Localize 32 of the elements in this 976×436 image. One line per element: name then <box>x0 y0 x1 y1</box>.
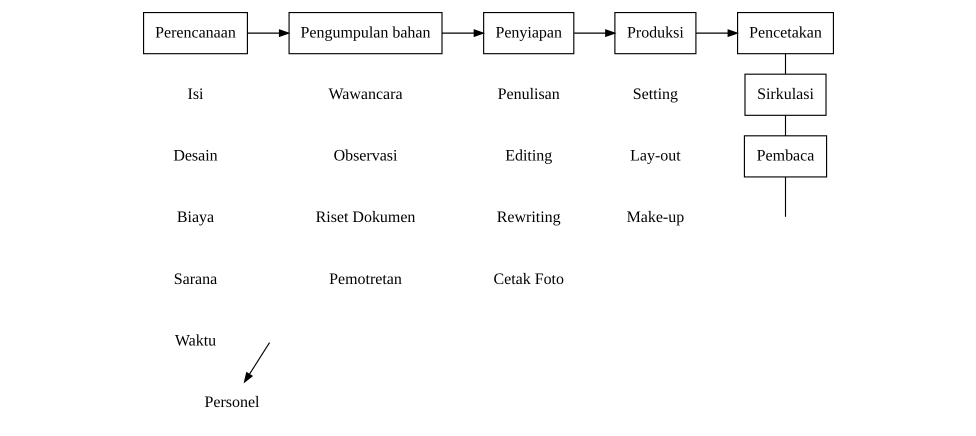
label: Lay-out <box>630 148 680 165</box>
node-box: Penyiapan <box>482 12 574 54</box>
node-box: Pencetakan <box>736 12 834 54</box>
arrow <box>243 342 270 384</box>
connector <box>784 54 786 74</box>
connector <box>784 176 786 217</box>
arrow <box>442 29 485 38</box>
label: Waktu <box>174 332 216 350</box>
node-box: Pembaca <box>743 135 827 178</box>
arrow <box>247 29 290 38</box>
arrow <box>574 29 616 38</box>
label: Editing <box>504 148 552 165</box>
node-text: Personel <box>204 394 260 412</box>
node-box: Pengumpulan bahan <box>288 12 442 54</box>
node-box: Produksi <box>614 12 696 54</box>
label: Sarana <box>173 270 217 288</box>
label: Cetak Foto <box>492 270 564 288</box>
label: Desain <box>172 148 218 165</box>
label: Biaya <box>176 209 214 226</box>
label: Make-up <box>626 209 684 226</box>
label: Isi <box>187 86 203 103</box>
label: Rewriting <box>496 209 560 226</box>
connector <box>784 115 786 136</box>
arrow <box>696 29 739 38</box>
label: Observasi <box>333 148 397 165</box>
label: Penulisan <box>497 86 560 103</box>
node-box: Sirkulasi <box>744 74 826 116</box>
node-box: Perencanaan <box>142 12 248 54</box>
label: Wawancara <box>328 86 402 103</box>
label: Pemotretan <box>328 270 402 288</box>
label: Setting <box>632 86 678 103</box>
label: Riset Dokumen <box>315 209 415 226</box>
